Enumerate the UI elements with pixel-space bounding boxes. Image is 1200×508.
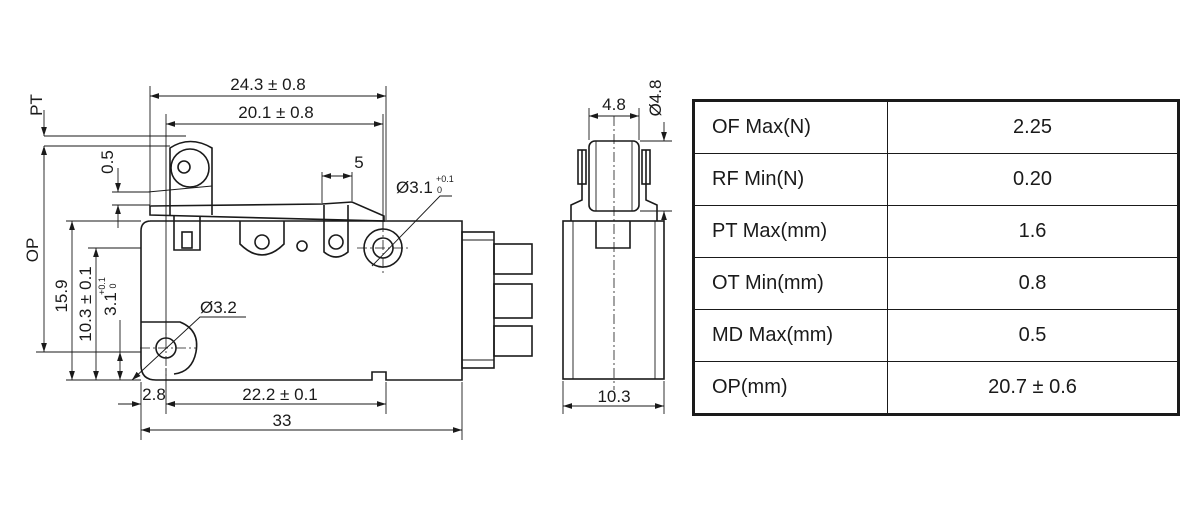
dim-22-2: 22.2 ± 0.1: [242, 385, 318, 404]
dim-5: 5: [354, 153, 363, 172]
spec-value: 0.8: [887, 257, 1179, 310]
terminal-block: [461, 231, 495, 369]
spec-label: OT Min(mm): [693, 257, 888, 310]
dim-side-width-top: 4.8: [602, 95, 626, 114]
front-view: [140, 140, 533, 381]
dim-10-3: 10.3 ± 0.1: [76, 266, 95, 342]
front-view-dimensions: [36, 86, 463, 440]
table-row: OF Max(N) 2.25: [693, 100, 1179, 154]
table-row: MD Max(mm) 0.5: [693, 309, 1179, 362]
spec-label: OP(mm): [693, 361, 888, 415]
dim-3-1-tol-plus: +0.1: [97, 277, 107, 295]
dim-side-width-bottom: 10.3: [597, 387, 630, 406]
dim-3-1-main: 3.1: [101, 292, 120, 316]
dim-0-5: 0.5: [98, 150, 117, 174]
switch-body-outline: [140, 220, 463, 381]
dim-op: OP: [23, 238, 42, 263]
dim-hole-dia-tol-zero: 0: [437, 185, 442, 195]
spec-value: 2.25: [887, 100, 1179, 154]
dim-hole-dia-main: Ø3.1: [396, 178, 433, 197]
dim-hole-span: 20.1 ± 0.8: [238, 103, 314, 122]
dim-pt: PT: [27, 94, 46, 116]
spec-value: 1.6: [887, 205, 1179, 258]
dim-3-1-tol-zero: 0: [108, 283, 118, 288]
dim-15-9: 15.9: [52, 279, 71, 312]
spec-label: OF Max(N): [693, 100, 888, 154]
spec-value: 0.5: [887, 309, 1179, 362]
spec-label: RF Min(N): [693, 153, 888, 206]
terminals: [493, 243, 533, 357]
spec-table: OF Max(N) 2.25 RF Min(N) 0.20 PT Max(mm)…: [692, 99, 1180, 416]
spec-value: 0.20: [887, 153, 1179, 206]
table-row: RF Min(N) 0.20: [693, 153, 1179, 206]
roller: [170, 148, 210, 188]
lever-arm: [149, 201, 385, 222]
plunger: [173, 216, 201, 251]
table-row: PT Max(mm) 1.6: [693, 205, 1179, 258]
front-view-labels: 24.3 ± 0.8 20.1 ± 0.8 PT 0.5 OP 5 Ø3.1 +…: [23, 75, 454, 430]
side-view-dimensions: [562, 108, 672, 414]
side-view-labels: 4.8 Ø4.8 10.3: [597, 80, 665, 406]
dim-overall-top: 24.3 ± 0.8: [230, 75, 306, 94]
spec-value: 20.7 ± 0.6: [887, 361, 1179, 415]
side-body: [562, 220, 665, 380]
side-view: [562, 116, 665, 390]
dim-hole-dia-tol-plus: +0.1: [436, 174, 454, 184]
dim-2-8: 2.8: [142, 385, 166, 404]
spec-label: PT Max(mm): [693, 205, 888, 258]
spec-label: MD Max(mm): [693, 309, 888, 362]
dim-side-roller-dia: Ø4.8: [646, 80, 665, 117]
table-row: OP(mm) 20.7 ± 0.6: [693, 361, 1179, 415]
table-row: OT Min(mm) 0.8: [693, 257, 1179, 310]
dim-hole-dia-small: Ø3.2: [200, 298, 237, 317]
dim-33: 33: [273, 411, 292, 430]
